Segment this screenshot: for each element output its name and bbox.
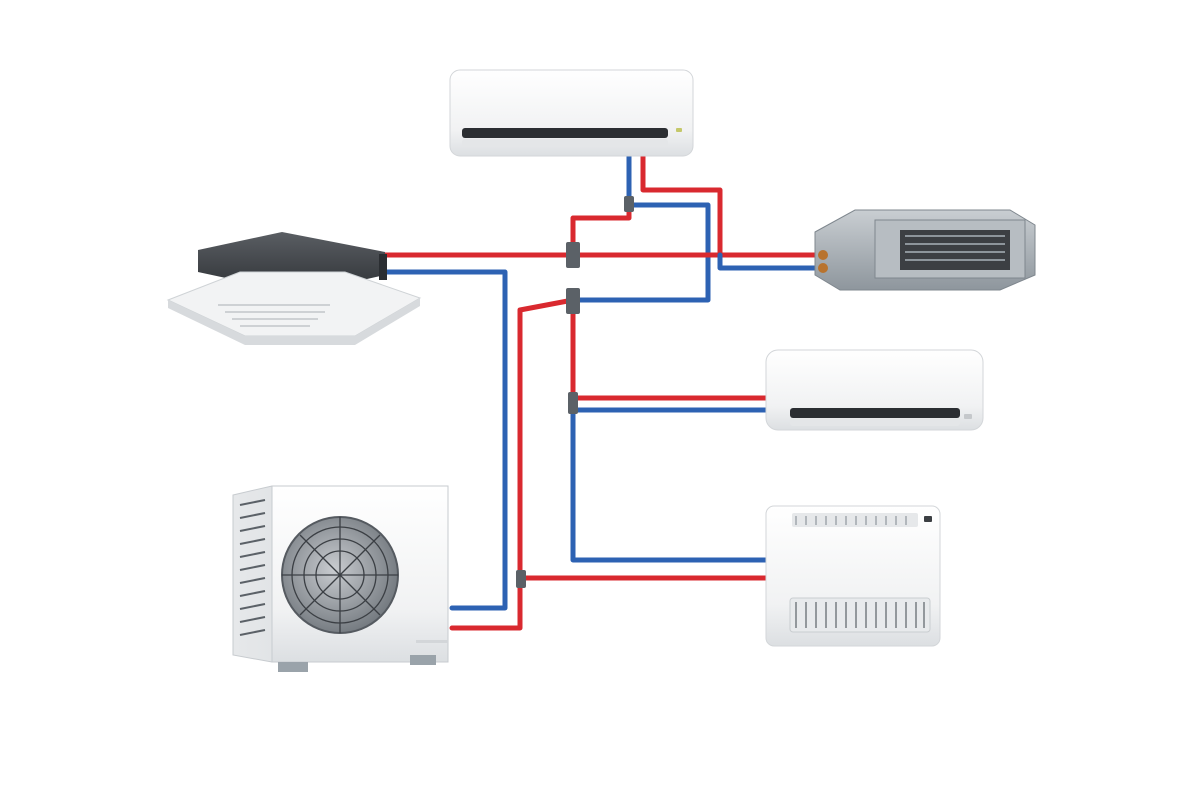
outdoor-unit[interactable] (232, 485, 449, 672)
cassette-unit[interactable] (166, 232, 422, 345)
tee-fitting-icon (624, 196, 634, 212)
louver-icon (795, 516, 907, 525)
grille-icon (795, 602, 925, 628)
tee-fitting-icon (516, 570, 526, 588)
louver-icon (218, 304, 330, 327)
status-light-icon (964, 414, 972, 419)
pipe-floor-cold (570, 407, 771, 563)
tee-fitting-icon (566, 288, 580, 314)
wall-unit-top[interactable] (449, 69, 694, 157)
pipe-outdoor-hot (449, 297, 576, 631)
tee-fitting-icon (566, 242, 580, 268)
pipe-wall-top-cold (570, 149, 711, 303)
pipe-duct-cold (717, 252, 818, 271)
pipe-top-to-manifold (570, 202, 632, 258)
refrigerant-pipes (382, 149, 818, 631)
pipe-wall-right-hot (570, 297, 771, 401)
wall-unit-right[interactable] (765, 349, 984, 431)
pipe-wall-top-hot (640, 149, 723, 258)
tee-fitting-icon (568, 392, 578, 414)
pipe-cassette-cold (382, 269, 508, 611)
floor-console-unit[interactable] (765, 505, 941, 647)
duct-unit[interactable] (814, 209, 1036, 291)
status-light-icon (676, 128, 682, 132)
side-grille-icon (239, 499, 266, 636)
tee-fittings (516, 196, 634, 588)
